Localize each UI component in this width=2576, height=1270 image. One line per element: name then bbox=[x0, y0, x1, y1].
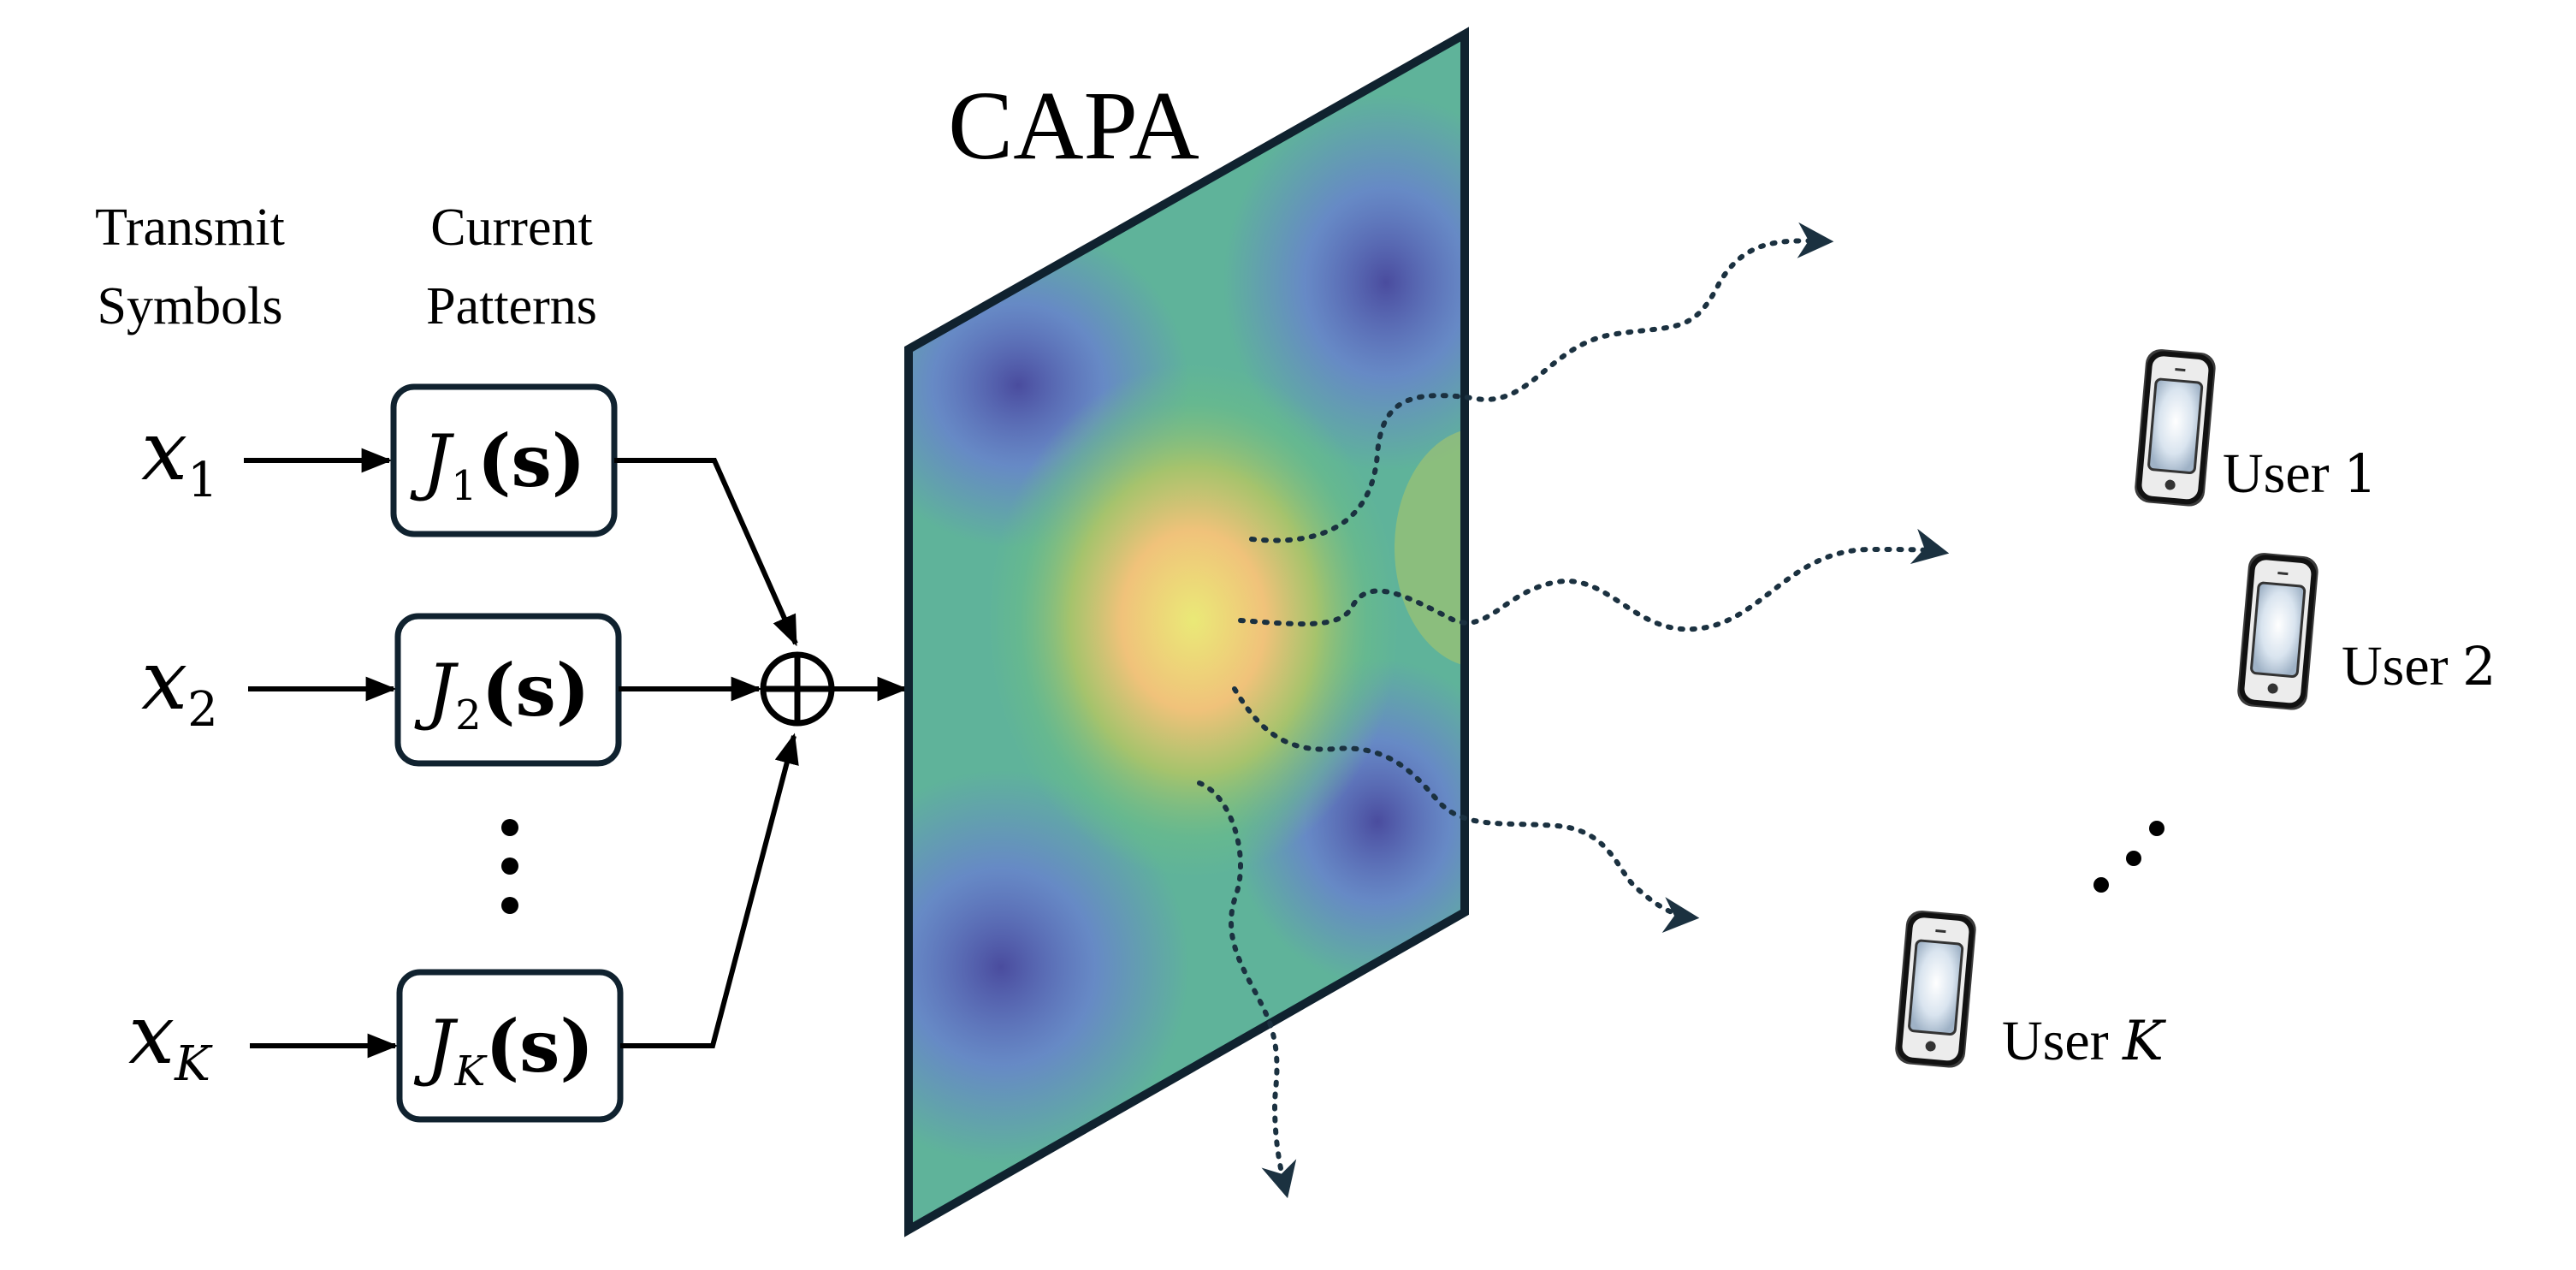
header-transmit-line2: Symbols bbox=[97, 277, 282, 335]
capa-panel-border bbox=[904, 27, 1469, 1237]
wave-path-1 bbox=[1249, 222, 1834, 543]
users-ellipsis bbox=[2093, 821, 2164, 893]
smartphone-icon bbox=[2135, 349, 2216, 507]
arrow-jk-to-sum bbox=[620, 733, 799, 1048]
symbol-xk: xK bbox=[128, 987, 213, 1092]
wave-paths bbox=[1197, 222, 1950, 1199]
symbol-x2: x2 bbox=[141, 632, 218, 738]
wave-path-2 bbox=[1238, 528, 1950, 632]
wave-path-4 bbox=[1197, 780, 1297, 1199]
header-current-line2: Patterns bbox=[426, 277, 597, 335]
arrow-j1-to-sum bbox=[614, 458, 798, 647]
rows-ellipsis bbox=[501, 819, 518, 914]
header-transmit-line1: Transmit bbox=[95, 199, 285, 257]
row-k: xK JK(s) bbox=[128, 733, 799, 1123]
user-2: User 2 bbox=[2237, 553, 2496, 710]
row-2: x2 J2(s) bbox=[141, 613, 762, 767]
header-current-patterns: Current Patterns bbox=[426, 199, 597, 335]
user-k-label: User K bbox=[2002, 1010, 2166, 1073]
current-pattern-label-1: J1(s) bbox=[409, 418, 585, 510]
smartphone-icon bbox=[1895, 911, 1976, 1068]
symbol-x1: x1 bbox=[141, 403, 218, 508]
capa-title: CAPA bbox=[948, 71, 1199, 180]
header-transmit-symbols: Transmit Symbols bbox=[95, 199, 285, 335]
row-1: x1 J1(s) bbox=[141, 383, 798, 647]
user-k: User K bbox=[1895, 911, 2166, 1073]
current-pattern-label-2: J2(s) bbox=[413, 648, 589, 739]
summing-junction-icon bbox=[760, 651, 835, 727]
capa-panel bbox=[904, 27, 1469, 1237]
smartphone-icon bbox=[2237, 553, 2318, 710]
header-current-line1: Current bbox=[430, 199, 592, 257]
user-1-label: User 1 bbox=[2223, 442, 2378, 505]
current-pattern-label-k: JK(s) bbox=[413, 1004, 594, 1095]
wave-path-3 bbox=[1232, 686, 1700, 933]
user-2-label: User 2 bbox=[2342, 635, 2496, 697]
user-1: User 1 bbox=[2135, 349, 2378, 507]
